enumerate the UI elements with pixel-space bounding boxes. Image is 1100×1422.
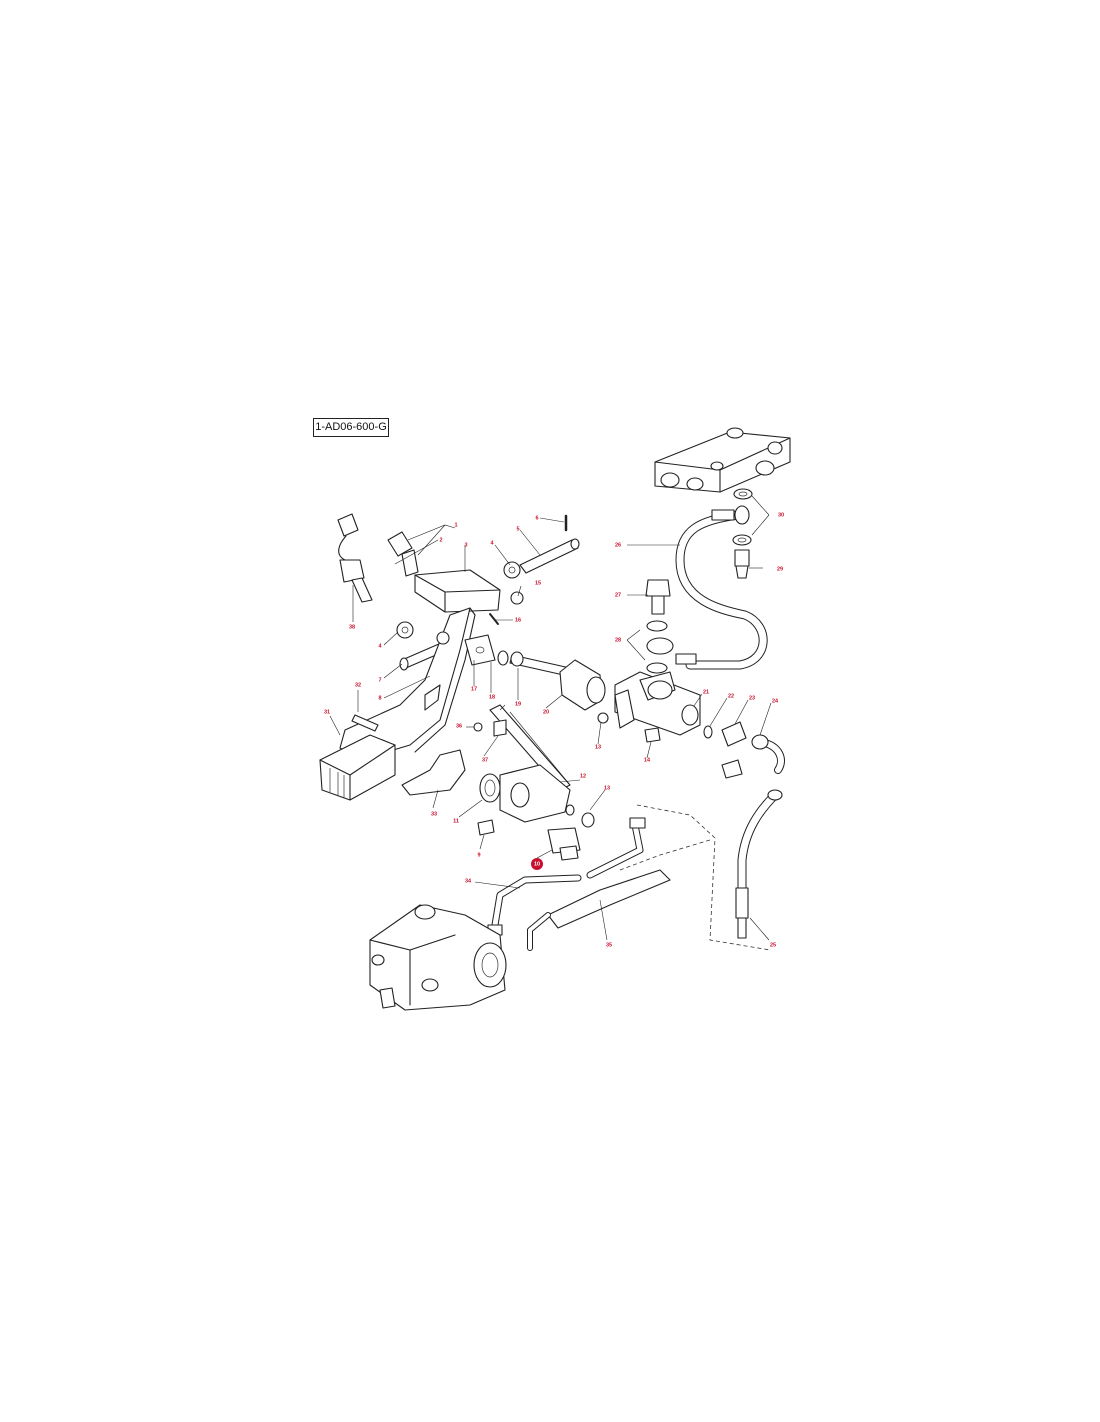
callout-29: 29 <box>777 566 783 572</box>
callout-27: 27 <box>615 592 621 598</box>
pin-5 <box>519 538 580 574</box>
callout-25: 25 <box>770 942 776 948</box>
callout-10: 10 <box>534 861 540 867</box>
callout-24: 24 <box>772 698 779 704</box>
callout-31: 31 <box>324 709 330 715</box>
callout-35: 35 <box>606 942 612 948</box>
callout-20: 20 <box>543 709 549 715</box>
nut-13-upper <box>597 712 609 724</box>
callout-36: 36 <box>456 723 462 729</box>
callout-13-lower: 13 <box>604 785 610 791</box>
callout-17: 17 <box>471 686 477 692</box>
callout-16: 16 <box>515 617 521 623</box>
callout-14: 14 <box>644 757 651 763</box>
callout-32: 32 <box>355 682 361 688</box>
elbow-fitting-24 <box>751 734 785 774</box>
callout-18: 18 <box>489 694 495 700</box>
adapter-23 <box>721 721 747 747</box>
bushing-4-left <box>396 621 414 639</box>
callout-15-top: 15 <box>535 580 541 586</box>
bushing-4-top <box>503 561 521 579</box>
pipe-35 <box>527 817 671 951</box>
banjo-bolt-29 <box>734 549 750 579</box>
callout-9: 9 <box>477 852 480 858</box>
bolt-9 <box>477 819 495 836</box>
hose-26 <box>675 505 768 670</box>
callout-3: 3 <box>464 542 467 548</box>
bolt-27 <box>645 579 671 615</box>
nut-15-top <box>510 591 524 605</box>
callouts: 1 2 3 4 5 6 15 16 38 4 7 8 17 18 19 20 1… <box>324 512 784 948</box>
o-ring-22 <box>703 725 713 739</box>
bracket-12 <box>489 704 571 823</box>
pump-body <box>369 904 507 1011</box>
callout-34: 34 <box>465 878 472 884</box>
washers-28 <box>646 620 674 674</box>
bolt-32 <box>351 714 379 732</box>
seal-11 <box>479 773 501 803</box>
bolt-14 <box>644 727 661 743</box>
callout-33: 33 <box>431 811 437 817</box>
leader-lines <box>329 495 772 941</box>
callout-7: 7 <box>378 677 381 683</box>
callout-38: 38 <box>349 624 355 630</box>
clevis-17 <box>464 634 496 666</box>
callout-13-upper: 13 <box>595 744 601 750</box>
callout-26: 26 <box>615 542 621 548</box>
callout-37: 37 <box>482 757 488 763</box>
callout-8: 8 <box>378 695 381 701</box>
nut-15-lower <box>565 804 575 816</box>
split-pin-16 <box>489 613 499 625</box>
valve-block <box>654 427 791 493</box>
assembly-dashed-line <box>636 804 771 951</box>
nut-18 <box>497 650 509 666</box>
master-cylinder-21 <box>614 671 701 736</box>
callout-6: 6 <box>535 515 538 521</box>
bracket-3 <box>414 569 501 613</box>
bolt-37 <box>493 719 507 737</box>
nut-13-lower <box>581 812 595 828</box>
callout-21: 21 <box>703 689 709 695</box>
hose-25 <box>735 789 783 939</box>
callout-10-highlight <box>531 858 543 870</box>
callout-12: 12 <box>580 773 586 779</box>
callout-5: 5 <box>516 526 519 532</box>
callout-28: 28 <box>615 637 621 643</box>
switch-10 <box>547 827 581 861</box>
switch-38 <box>337 513 373 603</box>
callout-19: 19 <box>515 701 521 707</box>
callout-22: 22 <box>728 693 734 699</box>
callout-4-top: 4 <box>490 540 494 546</box>
switch-2 <box>387 531 419 577</box>
fitting <box>721 759 743 779</box>
washers-30 <box>732 488 753 546</box>
callout-4-left: 4 <box>378 643 382 649</box>
pedal-pad-31 <box>319 734 396 801</box>
callout-11: 11 <box>453 818 459 824</box>
dust-boot-20 <box>559 659 606 711</box>
pedal-33 <box>401 749 466 796</box>
nut-36 <box>473 722 483 732</box>
callout-1: 1 <box>454 522 457 528</box>
callout-2: 2 <box>439 537 442 543</box>
diagram-reference-box: 1-AD06-600-G <box>313 418 389 437</box>
callout-30: 30 <box>778 512 784 518</box>
callout-23: 23 <box>749 695 755 701</box>
